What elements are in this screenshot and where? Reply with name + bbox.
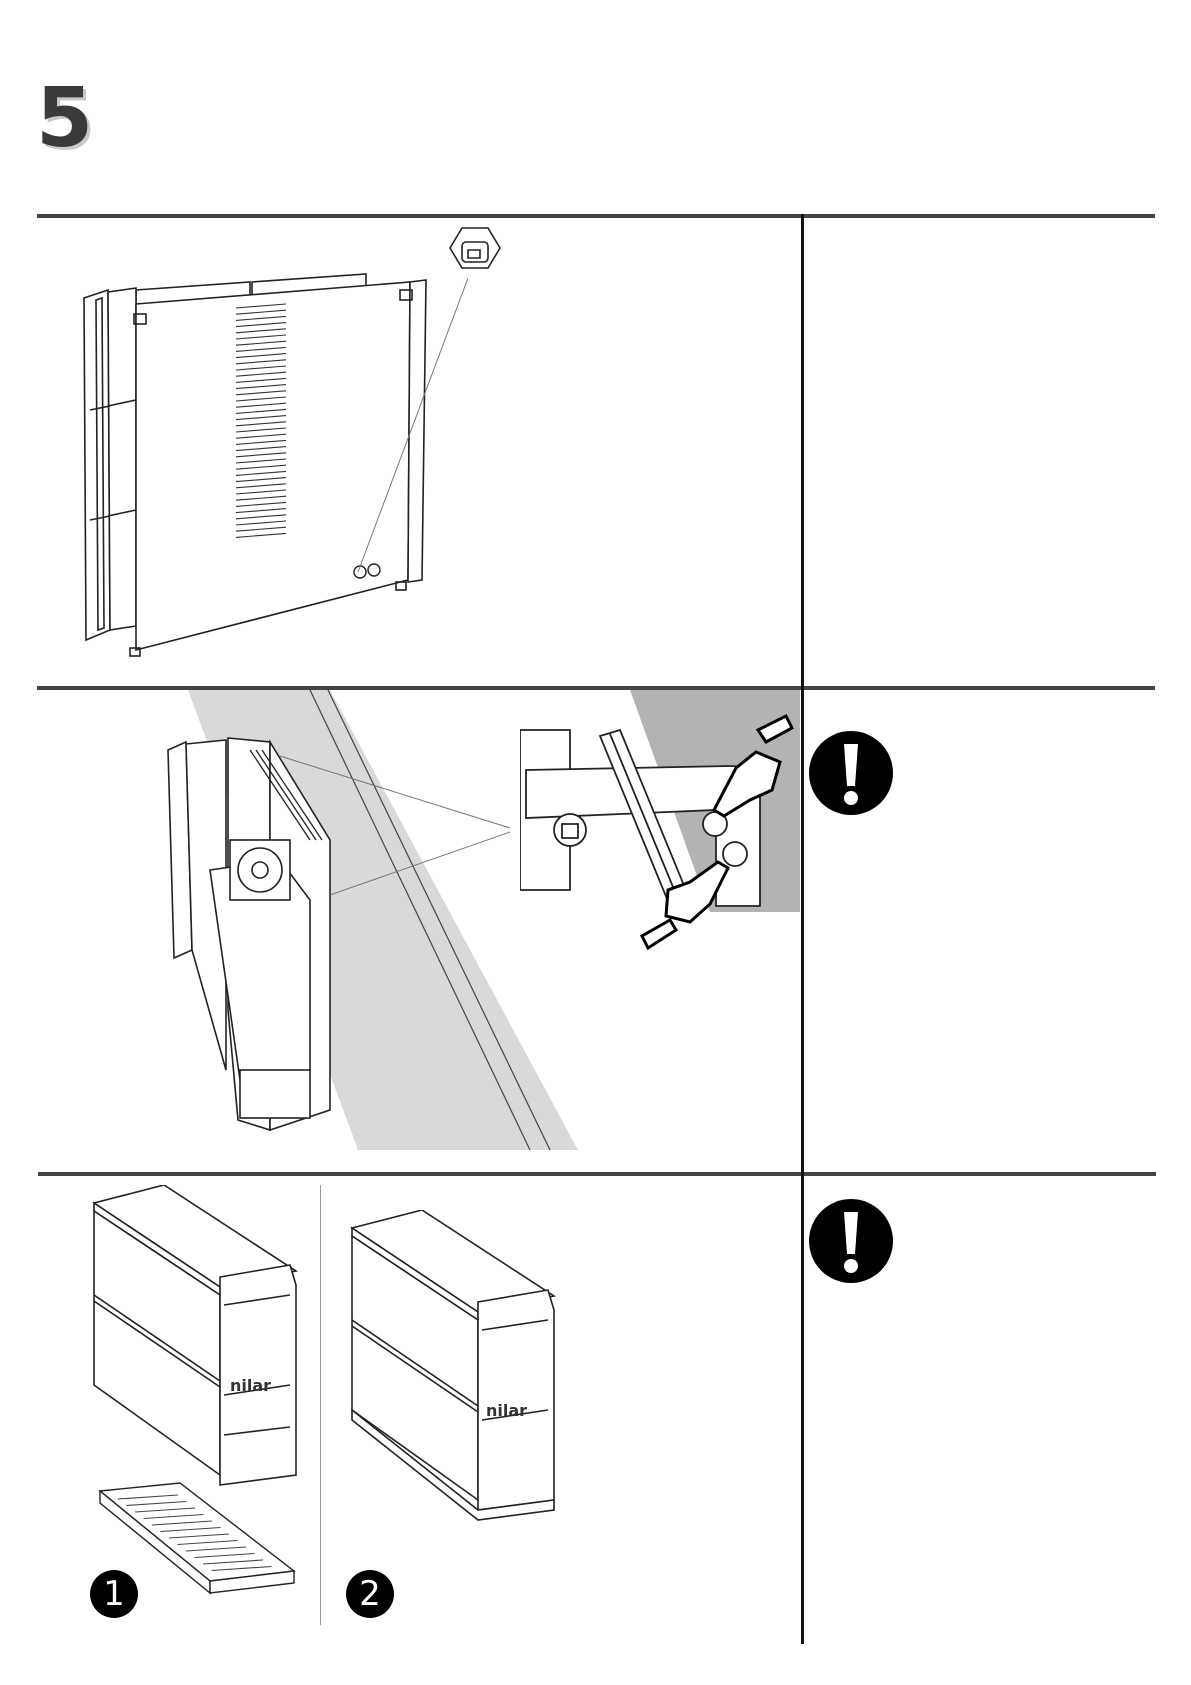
brand-logo: nilar bbox=[230, 1376, 271, 1395]
row3-subdivider bbox=[320, 1185, 321, 1625]
column-divider bbox=[801, 214, 804, 1644]
bracket-detail bbox=[520, 690, 800, 980]
step-badge-1: 1 bbox=[90, 1570, 138, 1618]
wall-mount-illustration bbox=[160, 690, 580, 1150]
brand-logo: nilar bbox=[486, 1401, 527, 1420]
exclamation-icon bbox=[808, 1198, 894, 1284]
battery-module-1: nilar bbox=[90, 1185, 310, 1625]
nut-callout bbox=[350, 220, 530, 580]
row-divider-bottom bbox=[38, 1172, 1156, 1176]
exclamation-icon bbox=[808, 730, 894, 816]
step-number: 5 bbox=[36, 78, 91, 160]
step-badge-2: 2 bbox=[346, 1570, 394, 1618]
row-divider-top bbox=[37, 214, 1155, 218]
nut-icon bbox=[450, 228, 500, 268]
battery-module-2: nilar bbox=[350, 1210, 570, 1540]
